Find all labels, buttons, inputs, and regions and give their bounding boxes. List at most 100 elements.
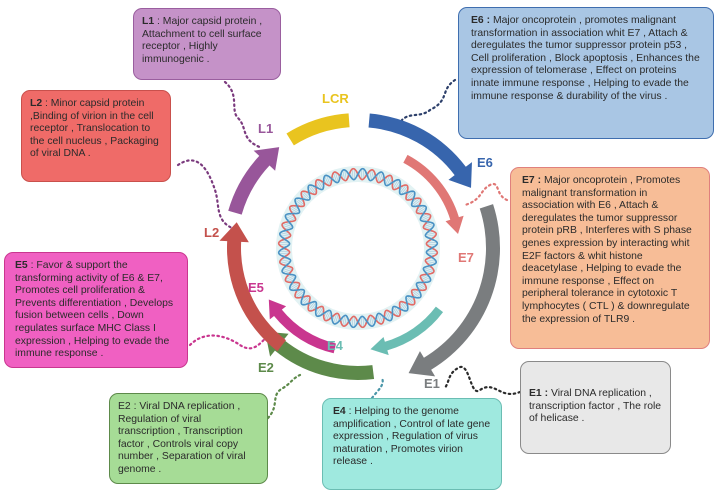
dna-base-pair: [370, 170, 374, 181]
dna-base-pair: [426, 241, 438, 244]
dna-base-pair: [286, 214, 296, 220]
box-text: : Favor & support the transforming activ…: [15, 260, 174, 360]
dna-base-pair: [405, 191, 414, 200]
dna-base-pair: [385, 310, 390, 321]
dna-base-pair: [301, 295, 310, 304]
dna-base-pair: [425, 259, 437, 262]
dna-base-pair: [417, 282, 427, 289]
dna-base-pair: [425, 234, 437, 237]
dna-base-pair: [377, 171, 381, 183]
gene-label-E1: E1: [424, 376, 440, 391]
info-box-L1: L1 : Major capsid protein , Attachment t…: [133, 8, 281, 80]
connector-E7: [463, 182, 509, 207]
dna-base-pair: [282, 268, 293, 273]
gene-label-L2: L2: [204, 225, 219, 240]
dna-base-pair: [317, 179, 324, 189]
dna-base-pair: [279, 259, 291, 262]
dna-base-pair: [412, 199, 422, 207]
dna-base-pair: [362, 316, 365, 328]
dna-base-pair: [294, 199, 304, 207]
info-box-E4: E4 : Helping to the genome amplification…: [322, 398, 502, 490]
dna-base-pair: [280, 260, 291, 264]
dna-base-pair: [335, 313, 339, 325]
dna-base-pair: [423, 267, 435, 271]
dna-base-pair: [309, 184, 317, 194]
dna-base-pair: [344, 169, 347, 181]
gene-label-E5: E5: [248, 280, 264, 295]
dna-base-pair: [378, 313, 383, 324]
dna-base-pair: [308, 186, 316, 195]
dna-base-pair: [406, 192, 415, 201]
dna-base-pair: [317, 307, 324, 317]
dna-double-helix: [277, 167, 439, 329]
dna-base-pair: [333, 172, 338, 183]
box-text: : Helping to the genome amplification , …: [333, 406, 491, 468]
dna-base-pair: [420, 214, 430, 220]
dna-base-pair: [399, 302, 407, 312]
info-box-E7: E7 : Major oncoprotein , Promotes malign…: [510, 167, 710, 349]
dna-base-pair: [392, 307, 399, 317]
gene-arrow-L2: [219, 222, 286, 352]
dna-base-pair: [426, 250, 438, 253]
box-title: E7 :: [522, 175, 542, 186]
dna-base-pair: [302, 296, 311, 305]
dna-base-pair: [326, 175, 331, 186]
dna-base-pair: [393, 180, 401, 190]
dna-base-pair: [285, 275, 296, 280]
dna-base-pair: [393, 306, 401, 316]
dna-base-pair: [278, 252, 290, 255]
dna-base-pair: [309, 302, 317, 312]
dna-strand: [277, 167, 439, 329]
dna-base-pair: [411, 290, 420, 298]
info-box-L2: L2 : Minor capsid protein ,Binding of vi…: [21, 90, 171, 182]
gene-label-E4: E4: [327, 338, 344, 353]
dna-base-pair: [315, 306, 323, 316]
dna-base-pair: [351, 168, 354, 180]
connector-E6: [400, 78, 457, 122]
dna-base-pair: [290, 205, 300, 213]
box-title: E5: [15, 260, 28, 271]
dna-base-pair: [405, 296, 414, 305]
box-text: : Major capsid protein , Attachment to c…: [142, 16, 263, 65]
dna-base-pair: [282, 223, 293, 228]
dna-base-pair: [370, 315, 374, 326]
dna-base-pair: [289, 282, 299, 289]
dna-base-pair: [351, 316, 354, 328]
dna-base-pair: [399, 184, 407, 194]
dna-base-pair: [362, 168, 365, 180]
gene-arrow-E2: [265, 331, 375, 380]
gene-arrow-LCR: [286, 113, 350, 146]
dna-base-pair: [353, 316, 356, 328]
dna-base-pair: [281, 267, 293, 271]
dna-base-pair: [278, 241, 290, 244]
gene-arrow-E7: [403, 154, 464, 234]
connector-E1: [443, 365, 522, 395]
gene-label-L1: L1: [258, 121, 273, 136]
dna-base-pair: [360, 316, 363, 328]
dna-base-pair: [308, 301, 316, 310]
gene-label-E2: E2: [258, 360, 274, 375]
genome-inner: [292, 182, 424, 314]
info-box-E1: E1 : Viral DNA replication , transcripti…: [520, 361, 671, 454]
info-box-E2: E2 : Viral DNA replication , Regulation …: [109, 393, 268, 484]
dna-base-pair: [279, 234, 291, 237]
dna-base-pair: [385, 175, 390, 186]
box-title: E1 :: [529, 388, 549, 399]
dna-base-pair: [420, 216, 431, 221]
dna-base-pair: [423, 225, 435, 229]
dna-base-pair: [353, 168, 356, 180]
dna-base-pair: [425, 232, 436, 236]
dna-base-pair: [278, 243, 290, 246]
dna-base-pair: [360, 168, 363, 180]
dna-base-pair: [281, 225, 293, 229]
dna-base-pair: [302, 191, 311, 200]
dna-base-pair: [420, 276, 430, 282]
box-title: E4: [333, 406, 346, 417]
dna-base-pair: [326, 310, 331, 321]
gene-label-LCR: LCR: [322, 91, 349, 106]
connector-L1: [223, 80, 264, 150]
box-text: Major oncoprotein , Promotes malignant t…: [522, 175, 692, 325]
box-text: Major oncoprotein , promotes malignant t…: [471, 15, 700, 102]
dna-base-pair: [412, 289, 422, 297]
